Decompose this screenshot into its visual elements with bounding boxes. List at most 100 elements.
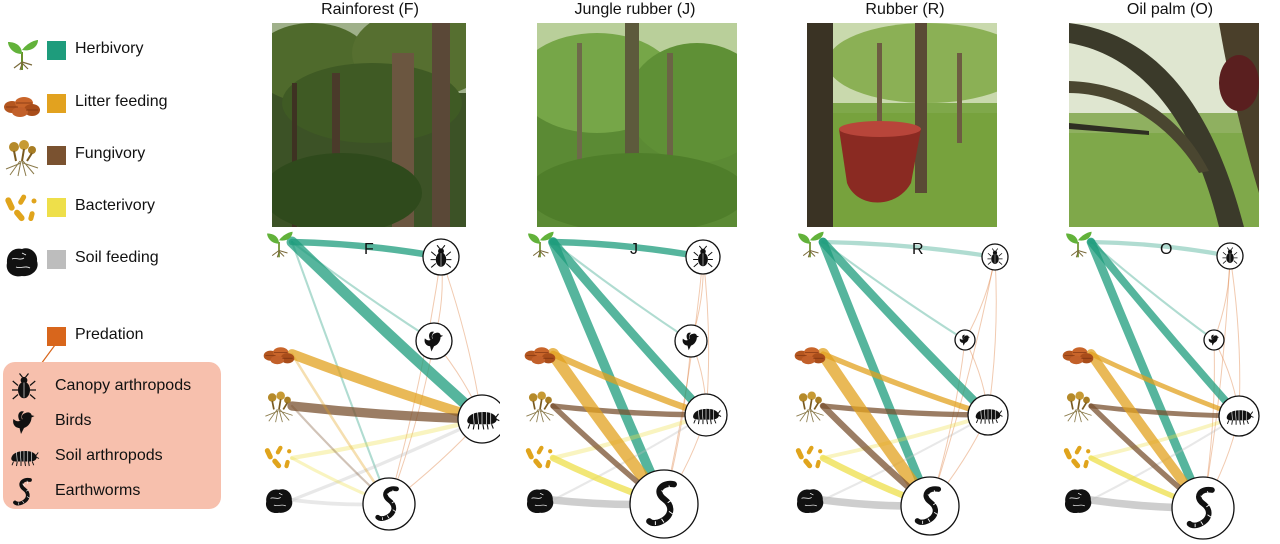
legend-label: Bacterivory [75, 197, 156, 214]
flow-herb-to-birds [551, 240, 693, 343]
predation-link [1202, 255, 1231, 509]
node-worms [900, 476, 960, 536]
panel-title: Rainforest (F) [321, 1, 419, 18]
rubber-photo [807, 23, 997, 227]
herbivory-swatch [47, 41, 66, 60]
flow-herb-to-soil [286, 236, 488, 425]
flow-soilfeed-to-soil [821, 413, 990, 502]
soil-clod-icon [265, 488, 293, 514]
fungivory-swatch [47, 146, 66, 165]
legend-item-soil-feeding: Soil feeding [0, 241, 240, 281]
soil-feeding-swatch [47, 250, 66, 269]
trophic-links [817, 237, 998, 512]
litter-feeding-swatch [47, 94, 66, 113]
panel-jungle-rubber: Jungle rubber (J) J [505, 0, 765, 544]
flow-herb-to-soil [1087, 238, 1243, 420]
legend-label: Litter feeding [75, 93, 168, 110]
rainforest-photo [272, 23, 466, 227]
predator-soil-arthropods: Soil arthropods [3, 440, 221, 474]
predator-earthworms: Earthworms [3, 475, 221, 509]
legend-item-litter-feeding: Litter feeding [0, 85, 240, 125]
rainforest-network [263, 230, 500, 531]
node-birds [1203, 329, 1225, 351]
flow-herb-to-canopy [549, 238, 707, 261]
panel-oil-palm: Oil palm (O) O [1040, 0, 1280, 544]
predator-birds: Birds [3, 405, 221, 439]
predator-label: Birds [55, 412, 92, 429]
flow-herb-to-soil [548, 237, 711, 420]
trophic-links [286, 236, 488, 507]
legend-label: Predation [75, 326, 144, 343]
node-birds [954, 329, 976, 351]
fungi-roots-icon [1063, 390, 1093, 423]
legend-item-herbivory: Herbivory [0, 32, 240, 72]
node-soil [1218, 395, 1260, 437]
network-letter: J [630, 241, 638, 258]
legend-label: Fungivory [75, 145, 146, 162]
predator-canopy-arthropods: Canopy arthropods [3, 370, 221, 404]
predator-legend-box: Canopy arthropods Birds Soil arthropods … [3, 362, 221, 509]
predator-label: Earthworms [55, 482, 141, 499]
predator-label: Soil arthropods [55, 447, 163, 464]
node-soil [684, 393, 728, 437]
node-birds [415, 322, 453, 360]
flow-herb-to-birds [821, 240, 967, 342]
bacterivory-swatch [47, 198, 66, 217]
seedling-icon [2, 32, 42, 72]
network-letter: R [912, 241, 924, 258]
soil-clod-icon [796, 488, 824, 514]
isopod-icon [7, 442, 41, 472]
legend-item-fungivory: Fungivory [0, 137, 240, 177]
beetle-icon [7, 372, 41, 402]
predator-label: Canopy arthropods [55, 377, 192, 394]
node-soil [967, 394, 1009, 436]
soil-clod-icon [1064, 488, 1092, 514]
bacteria-icon [263, 444, 292, 470]
legend-label: Herbivory [75, 40, 144, 57]
network-nodes [794, 230, 1009, 536]
flow-herb-to-soil [818, 237, 993, 420]
soil-clod-icon [526, 488, 554, 514]
predation-connector [40, 344, 56, 365]
jungle-rubber-network [524, 230, 728, 539]
flow-soilfeed-to-soil [290, 417, 484, 502]
predation-swatch [47, 327, 66, 346]
panel-rainforest: Rainforest (F) F [240, 0, 500, 544]
fungi-roots-icon [2, 137, 42, 177]
earthworm-icon [7, 477, 41, 507]
flow-herb-to-canopy [820, 239, 998, 260]
flow-litter-to-soil [820, 351, 991, 418]
panel-title: Jungle rubber (J) [574, 1, 696, 18]
node-canopy [981, 243, 1009, 271]
network-letter: F [364, 241, 374, 258]
node-soil [457, 394, 500, 444]
node-canopy [685, 239, 721, 275]
flow-herb-to-birds [1089, 240, 1216, 342]
legend-item-predation: Predation [0, 318, 240, 358]
node-worms [362, 477, 416, 531]
oil-palm-network [1062, 230, 1260, 540]
fungi-roots-icon [795, 390, 825, 423]
legend-item-bacterivory: Bacterivory [0, 189, 240, 229]
network-nodes [263, 230, 500, 531]
flow-bact-to-soil [289, 416, 485, 461]
bird-icon [7, 407, 41, 437]
bacteria-icon [1062, 444, 1091, 470]
rubber-network [794, 230, 1009, 536]
panel-title: Oil palm (O) [1126, 1, 1214, 18]
network-letter: O [1160, 241, 1173, 258]
flow-herb-to-canopy [1088, 239, 1233, 259]
fungi-roots-icon [525, 390, 555, 423]
jungle-rubber-photo [537, 23, 737, 227]
oil-palm-photo [1069, 23, 1259, 227]
panel-rubber: Rubber (R) R [775, 0, 1035, 544]
predation-link [929, 256, 996, 507]
bacteria-icon [794, 444, 823, 470]
bacteria-icon [524, 444, 553, 470]
trophic-links [1086, 237, 1243, 513]
node-canopy [1216, 242, 1244, 270]
trophic-links [547, 237, 711, 510]
bacteria-icon [2, 189, 42, 229]
node-birds [674, 324, 708, 358]
node-worms [629, 469, 699, 539]
